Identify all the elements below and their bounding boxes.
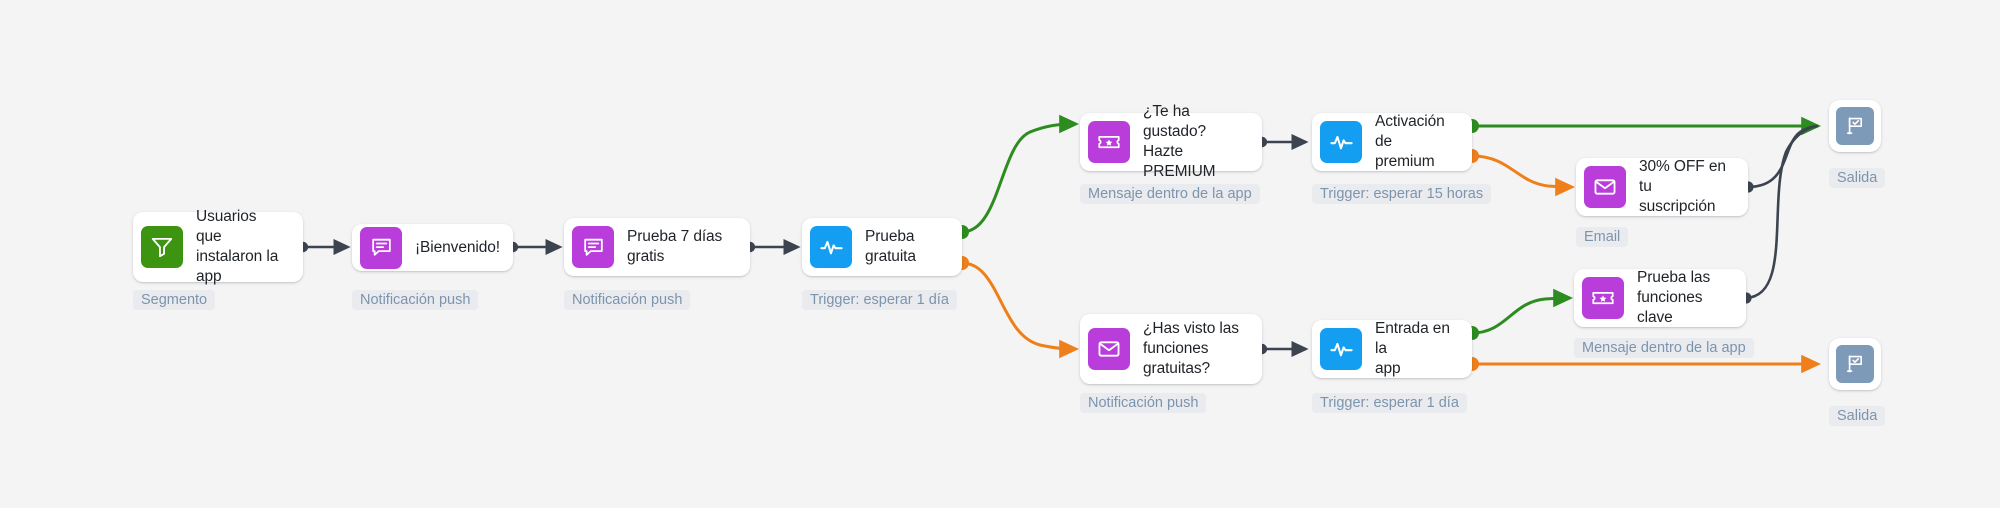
- node-sublabel-funciones-clave: Mensaje dentro de la app: [1574, 338, 1754, 358]
- push-message-icon: [572, 226, 614, 268]
- node-sublabel-has-visto-funciones: Notificación push: [1080, 393, 1207, 413]
- node-segmento[interactable]: Usuarios que instalaron la app: [133, 208, 303, 285]
- pulse-trigger-icon: [810, 226, 852, 268]
- edge-pruebagratuita-tehagustado: [955, 114, 1080, 239]
- node-sublabel-prueba-7-dias: Notificación push: [564, 290, 691, 310]
- node-sublabel-segmento: Segmento: [133, 290, 216, 310]
- edge-pruebagratuita-hasvisto: [955, 256, 1080, 359]
- node-sublabel-bienvenido: Notificación push: [352, 290, 479, 310]
- push-message-icon: [360, 226, 402, 269]
- edge-entrada-funcionesclave: [1465, 288, 1574, 340]
- node-prueba-7-dias[interactable]: Prueba 7 días gratis: [564, 218, 750, 276]
- edge-bienvenido-prueba7: [507, 238, 563, 256]
- edge-activacion-salida-top: [1465, 116, 1822, 136]
- node-sublabel-prueba-gratuita: Trigger: esperar 1 día: [802, 290, 957, 310]
- node-title: Activación de premium: [1375, 113, 1445, 170]
- edge-prueba7-pruebagratuita: [744, 238, 801, 256]
- edge-tehagustado-activacion: [1256, 133, 1309, 151]
- node-sublabel-salida-top: Salida: [1829, 168, 1886, 188]
- edge-entrada-salida-bottom: [1465, 354, 1822, 374]
- node-title: ¿Te ha gustado? Hazte PREMIUM: [1143, 103, 1216, 180]
- node-sublabel-descuento-30: Email: [1576, 227, 1629, 247]
- ticket-star-icon: [1088, 121, 1130, 163]
- node-title: ¡Bienvenido!: [415, 238, 500, 256]
- node-sublabel-entrada-app: Trigger: esperar 1 día: [1312, 393, 1467, 413]
- envelope-icon: [1088, 328, 1130, 370]
- node-title: Usuarios que instalaron la app: [196, 208, 279, 285]
- ticket-star-icon: [1582, 277, 1624, 319]
- node-sublabel-salida-bottom: Salida: [1829, 406, 1886, 426]
- edge-funcionesclave-salida-top: [1740, 124, 1819, 304]
- node-title: Prueba 7 días gratis: [627, 228, 723, 265]
- node-descuento-30[interactable]: 30% OFF en tu suscripción: [1576, 158, 1748, 216]
- envelope-icon: [1584, 166, 1626, 208]
- edge-segmento-bienvenido: [297, 238, 351, 256]
- edge-hasvisto-entrada: [1256, 340, 1309, 358]
- node-title: Prueba gratuita: [865, 228, 916, 265]
- node-title: Entrada en la app: [1375, 320, 1450, 377]
- node-funciones-clave[interactable]: Prueba las funciones clave: [1574, 269, 1746, 327]
- node-salida-top[interactable]: [1829, 100, 1881, 152]
- node-bienvenido[interactable]: ¡Bienvenido!: [352, 224, 513, 271]
- node-title: ¿Has visto las funciones gratuitas?: [1143, 320, 1239, 377]
- node-te-ha-gustado[interactable]: ¿Te ha gustado? Hazte PREMIUM: [1080, 103, 1262, 180]
- pulse-trigger-icon: [1320, 328, 1362, 370]
- node-salida-bottom[interactable]: [1829, 338, 1881, 390]
- node-prueba-gratuita[interactable]: Prueba gratuita: [802, 218, 962, 276]
- edge-activacion-descuento: [1465, 149, 1576, 197]
- node-entrada-app[interactable]: Entrada en la app: [1312, 320, 1472, 378]
- flag-check-icon: [1836, 345, 1874, 383]
- pulse-trigger-icon: [1320, 121, 1362, 163]
- flag-check-icon: [1836, 107, 1874, 145]
- node-activacion-premium[interactable]: Activación de premium: [1312, 113, 1472, 171]
- node-sublabel-te-ha-gustado: Mensaje dentro de la app: [1080, 184, 1260, 204]
- node-sublabel-activacion-premium: Trigger: esperar 15 horas: [1312, 184, 1492, 204]
- node-title: 30% OFF en tu suscripción: [1639, 158, 1726, 215]
- node-title: Prueba las funciones clave: [1637, 269, 1711, 326]
- funnel-icon: [141, 226, 183, 268]
- node-has-visto-funciones[interactable]: ¿Has visto las funciones gratuitas?: [1080, 314, 1262, 384]
